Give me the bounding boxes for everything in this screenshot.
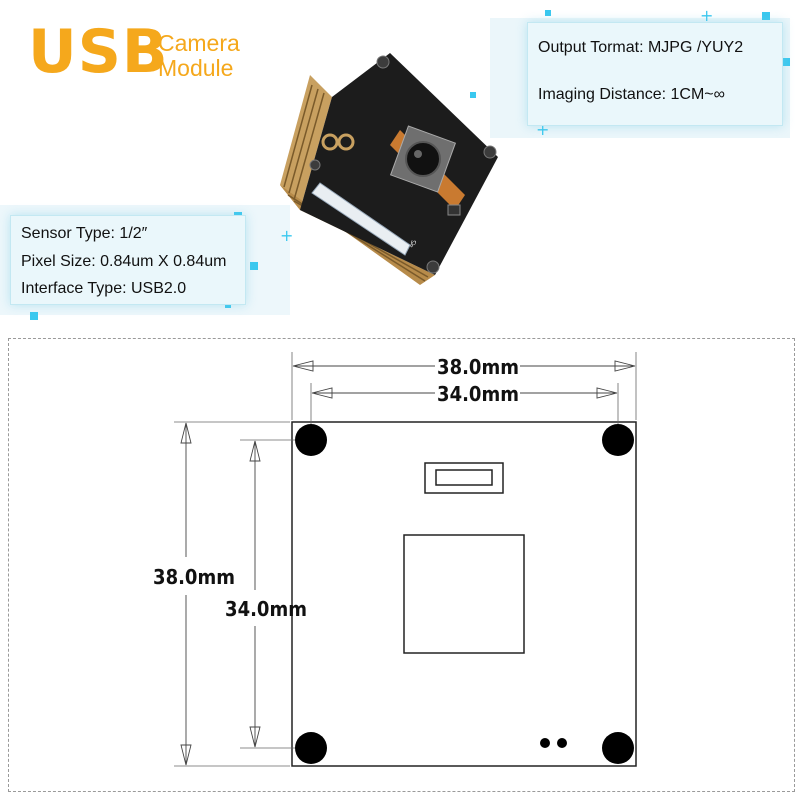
spec-interface-type: Interface Type: USB2.0 (21, 280, 187, 297)
board-edge-bottom (280, 185, 435, 285)
dimension-drawing-frame (8, 338, 795, 792)
logo-subtitle-line1: Camera (158, 30, 240, 56)
dim-outer-height-label: 38.0mm (153, 565, 235, 589)
mount-hole-icon (295, 732, 327, 764)
decor-dot (762, 12, 770, 20)
screw-icon (309, 159, 321, 171)
dim-outer-width-label: 38.0mm (437, 355, 519, 379)
decor-dot (225, 302, 231, 308)
camera-lens-icon (405, 141, 441, 177)
decor-dot (250, 262, 258, 270)
decor-dot (782, 58, 790, 66)
screw-icon (376, 55, 390, 69)
logo-usb: USB (28, 17, 169, 87)
contact-ring-icon (337, 133, 355, 151)
screw-icon (426, 260, 440, 274)
spec-output-format: Output Tormat: MJPG /YUY2 (538, 39, 744, 56)
dim-inner-width-label: 34.0mm (437, 382, 519, 406)
spec-sensor-type: Sensor Type: 1/2″ (21, 225, 148, 242)
dim-outer-width (292, 360, 636, 372)
decor-dot (545, 10, 551, 16)
decor-dot (30, 312, 38, 320)
screw-icon (483, 145, 497, 159)
usb-connector-inner (435, 469, 493, 486)
decor-plus: + (700, 6, 714, 25)
decor-dot (470, 92, 476, 98)
chip (447, 204, 461, 216)
logo-subtitle: Camera Module (158, 31, 240, 81)
dim-inner-width (311, 387, 618, 399)
spec-box-sensor: Sensor Type: 1/2″ Pixel Size: 0.84um X 0… (10, 215, 246, 305)
silkscreen-mark: ℘ (410, 237, 416, 248)
dim-inner-height (249, 440, 261, 748)
led-dot-icon (540, 738, 550, 748)
spec-pixel-size: Pixel Size: 0.84um X 0.84um (21, 253, 227, 270)
mount-hole-icon (602, 424, 634, 456)
contact-ring-icon (321, 133, 339, 151)
extension-lines (174, 352, 637, 767)
dim-inner-height-label: 34.0mm (225, 597, 307, 621)
mount-hole-icon (295, 424, 327, 456)
spec-box-output: Output Tormat: MJPG /YUY2 Imaging Distan… (527, 22, 783, 126)
board-outline (291, 421, 637, 767)
decor-plus: + (280, 226, 294, 245)
ribbon-connector (311, 182, 411, 256)
lens-glare (414, 150, 422, 158)
spec-imaging-distance: Imaging Distance: 1CM~∞ (538, 86, 726, 103)
logo-subtitle-line2: Module (158, 55, 234, 81)
mount-hole-icon (602, 732, 634, 764)
camera-module-photo: ℘ (280, 53, 498, 285)
sensor-area (403, 534, 525, 654)
dim-outer-height (180, 422, 192, 766)
usb-connector (424, 462, 504, 494)
led-dot-icon (557, 738, 567, 748)
